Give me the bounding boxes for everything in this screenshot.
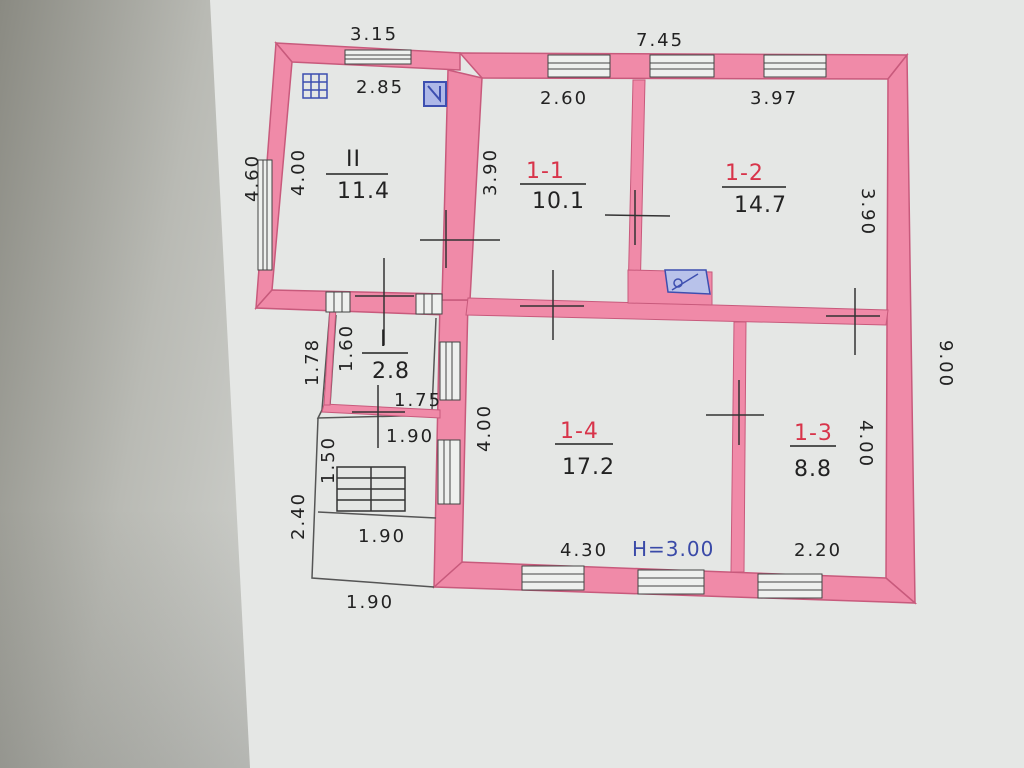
room-I-area: 2.8: [372, 359, 410, 384]
room-1-3-area: 8.8: [794, 457, 832, 482]
window-porch-top-1: [325, 291, 351, 313]
room-II-area: 11.4: [337, 179, 390, 204]
room-1-3-code: 1-3: [794, 421, 833, 446]
dim-top-right: 7.45: [636, 30, 684, 51]
room-1-4-height: 4.00: [474, 404, 495, 452]
room-1-4-area: 17.2: [562, 455, 615, 480]
room-1-4-width: 4.30: [560, 540, 608, 561]
porch-stair-length: 1.50: [318, 436, 339, 484]
doors: [352, 190, 880, 448]
room-1-1-width: 2.60: [540, 88, 588, 109]
window-top-left: [344, 49, 412, 65]
door-I-to-porch: [352, 385, 405, 448]
door-1-2-to-1-3: [826, 288, 880, 355]
dim-entry-width: 1.90: [346, 592, 394, 613]
window-bottom-1: [521, 565, 585, 591]
room-1-3-height: 4.00: [855, 420, 876, 468]
room-1-1-code: 1-1: [526, 159, 565, 184]
room-1-2-area: 14.7: [734, 193, 787, 218]
room-label-lines: [326, 173, 836, 447]
height-note: H=3.00: [632, 537, 714, 561]
window-top-1: [547, 54, 611, 78]
dim-left-height: 4.60: [242, 154, 263, 202]
window-top-2: [649, 54, 715, 78]
room-1-2-code: 1-2: [725, 161, 764, 186]
window-top-3: [763, 54, 827, 78]
porch-upper-width: 1.90: [386, 426, 434, 447]
stove-grid-icon: [302, 73, 328, 99]
room-1-2-width: 3.97: [750, 88, 798, 109]
window-porch-2: [437, 439, 461, 505]
room-II-height: 4.00: [288, 148, 309, 196]
dim-stair-height: 1.78: [302, 338, 323, 386]
room-1-2-height: 3.90: [857, 188, 878, 236]
room-1-3-width: 2.20: [794, 540, 842, 561]
boiler-icon: [423, 81, 447, 107]
room-II-code: II: [346, 147, 361, 172]
room-1-1-height: 3.90: [480, 148, 501, 196]
room-I-height: 1.60: [336, 324, 357, 372]
room-I-code: I: [380, 327, 388, 352]
window-porch-top-2: [415, 293, 443, 315]
door-II-to-I: [355, 258, 414, 345]
door-1-4-to-1-3: [706, 380, 764, 445]
window-porch-1: [439, 341, 461, 401]
room-II-width: 2.85: [356, 77, 404, 98]
heater-icon: [664, 269, 711, 295]
porch-lower-width: 1.90: [358, 526, 406, 547]
window-left: [257, 159, 273, 271]
door-II-to-1-1: [420, 210, 500, 268]
room-1-1-area: 10.1: [532, 189, 585, 214]
dim-entry-height: 2.40: [288, 492, 309, 540]
room-1-4-code: 1-4: [560, 419, 599, 444]
stairs: [336, 466, 406, 512]
room-I-width: 1.75: [394, 390, 442, 411]
windows: [257, 49, 827, 599]
dim-top-left: 3.15: [350, 24, 398, 45]
window-bottom-2: [637, 569, 705, 595]
porch-walls: [321, 307, 441, 419]
dim-right-height: 9.00: [935, 340, 956, 388]
door-1-1-to-1-2: [604, 190, 671, 245]
door-1-1-to-1-4: [520, 270, 584, 340]
window-bottom-3: [757, 573, 823, 599]
